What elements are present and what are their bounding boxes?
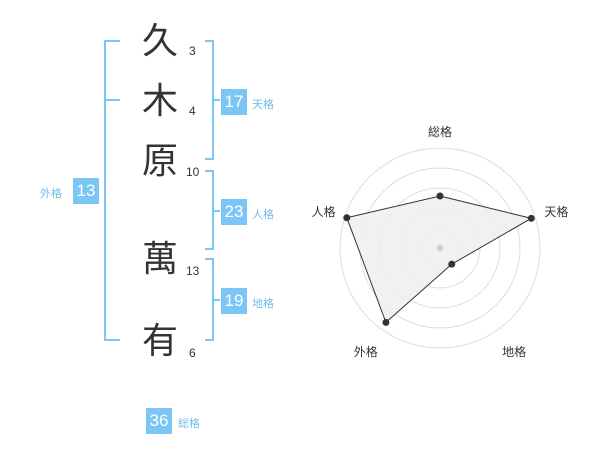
name-char-2: 木 <box>141 81 178 122</box>
radar-axis-label-5: 人格 <box>312 204 336 219</box>
tenkaku-label: 天格 <box>252 98 274 111</box>
chikaku-label: 地格 <box>252 297 274 310</box>
soukaku-value: 36 <box>146 408 172 434</box>
name-char-3: 原 <box>141 141 178 182</box>
radar-axis-label-1: 総格 <box>428 124 452 139</box>
tenkaku-value: 17 <box>221 89 247 115</box>
radar-axis-label-3: 地格 <box>502 344 526 359</box>
name-char-5: 有 <box>141 321 178 362</box>
radar-axis-label-2: 天格 <box>544 204 568 219</box>
stroke-count-2: 4 <box>189 104 196 118</box>
gaikaku-value: 13 <box>73 178 99 204</box>
radar-point-4 <box>382 318 390 326</box>
radar-point-2 <box>527 214 535 222</box>
radar-point-1 <box>436 192 444 200</box>
radar-center-dot <box>437 245 443 251</box>
soukaku-label: 総格 <box>178 417 200 430</box>
radar-polygon <box>346 195 533 324</box>
radar-point-5 <box>343 214 351 222</box>
radar-axis-label-4: 外格 <box>354 344 378 359</box>
gaikaku-label: 外格 <box>40 187 62 200</box>
chikaku-value: 19 <box>221 288 247 314</box>
jinkaku-value: 23 <box>221 199 247 225</box>
radar-ring-1 <box>339 147 541 349</box>
stroke-count-4: 13 <box>186 264 200 278</box>
name-char-4: 萬 <box>141 239 178 280</box>
stroke-count-1: 3 <box>189 44 196 58</box>
radar-points <box>343 192 535 326</box>
radar-point-3 <box>448 260 456 268</box>
jinkaku-label: 人格 <box>252 208 274 221</box>
name-char-1: 久 <box>141 21 178 62</box>
stroke-count-5: 6 <box>189 346 196 360</box>
stroke-count-3: 10 <box>186 165 200 179</box>
